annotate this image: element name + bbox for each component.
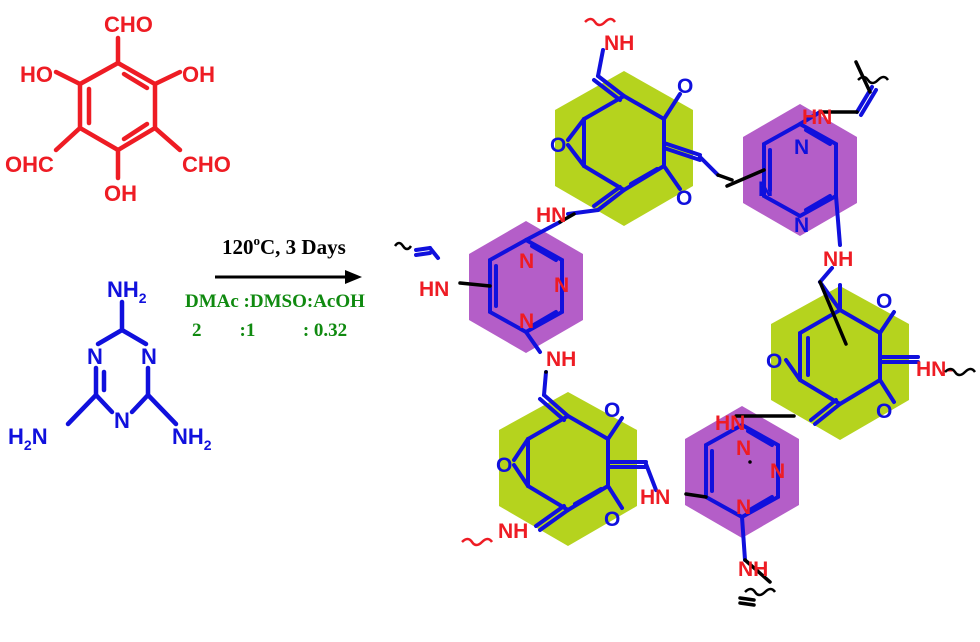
reaction-arrow	[215, 270, 362, 284]
wavy-left	[393, 241, 413, 251]
nh-bottom-left: NH	[498, 520, 528, 543]
aldehyde-labels: CHO HO OH OHC CHO OH	[5, 12, 231, 206]
quinone-highlight-top	[555, 71, 693, 226]
ring-n-left: N	[87, 344, 103, 369]
product-bonds-black	[458, 60, 872, 607]
label-ohc-left: OHC	[5, 152, 54, 177]
nh-right-upper: NH	[823, 248, 853, 271]
product-triazine-labels: N N N N N N	[519, 250, 785, 519]
nh-top: NH	[604, 32, 634, 55]
n-br-1: N	[736, 437, 751, 460]
o-bottom-2: O	[496, 454, 512, 477]
aldehyde-reactant	[53, 35, 183, 181]
label-ho-left: HO	[20, 62, 53, 87]
wavy-right	[944, 367, 977, 377]
nh-left-lower: NH	[546, 348, 576, 371]
label-oh-bottom: OH	[104, 181, 137, 206]
label-oh-right: OH	[182, 62, 215, 87]
triazine-highlight-top-right	[743, 104, 857, 236]
wavy-bottom-left	[461, 537, 494, 547]
label-nh2-top: NH2	[107, 277, 147, 306]
n-left-1: N	[519, 250, 534, 273]
hn-far-right: HN-	[916, 358, 953, 381]
hn-right-lower: HN	[715, 412, 745, 435]
ring-n-bottom: N	[114, 408, 130, 433]
n-br-2: N	[770, 460, 785, 483]
melamine-reactant	[65, 299, 179, 427]
wavy-bottom	[744, 587, 777, 597]
melamine-labels: NH2 N N N H2N NH2	[8, 277, 212, 453]
o-top-1: O	[677, 75, 693, 98]
wavy-top	[584, 17, 617, 27]
o-right-2: O	[766, 350, 782, 373]
o-right-1: O	[876, 290, 892, 313]
n-tr-1: N	[794, 136, 809, 159]
hn-top-right: HN	[802, 106, 832, 129]
n-left-3: N	[519, 310, 534, 333]
o-top-2: O	[550, 134, 566, 157]
label-nh2-right: NH2	[172, 424, 212, 453]
hn-bottom: HN	[640, 486, 670, 509]
condition-solvents: DMAc :DMSO:AcOH	[185, 291, 365, 312]
ring-highlights	[469, 71, 909, 546]
condition-ratio: 2 :1 : 0.32	[192, 320, 347, 341]
n-br-3: N	[736, 496, 751, 519]
hn-far-left: HN	[419, 278, 449, 301]
n-left-2: N	[554, 274, 569, 297]
o-top-3: O	[676, 187, 692, 210]
o-bottom-1: O	[604, 399, 620, 422]
condition-temperature-time: 120oC, 3 Days	[222, 233, 346, 259]
n-tr-3: N	[794, 214, 809, 237]
product-amine-labels: NH HN HN NH HN NH HN- HN HN NH NH	[419, 32, 953, 581]
wavy-top-right	[857, 75, 890, 85]
nh-bottom: NH	[738, 558, 768, 581]
wavy-truncations	[393, 17, 977, 597]
n-tr-2: N	[758, 178, 773, 201]
hn-left-upper: HN	[536, 204, 566, 227]
label-cho-right: CHO	[182, 152, 231, 177]
quinone-highlight-right	[771, 286, 909, 440]
label-cho-top: CHO	[104, 12, 153, 37]
ring-n-right: N	[141, 344, 157, 369]
quinone-highlight-bottom	[499, 392, 637, 546]
product-ring-labels: O O O O O O O O O N N N	[496, 75, 892, 531]
label-h2n-left: H2N	[8, 424, 48, 453]
o-right-3: O	[876, 400, 892, 423]
o-bottom-3: O	[604, 508, 620, 531]
product-bonds-blue	[414, 48, 920, 562]
